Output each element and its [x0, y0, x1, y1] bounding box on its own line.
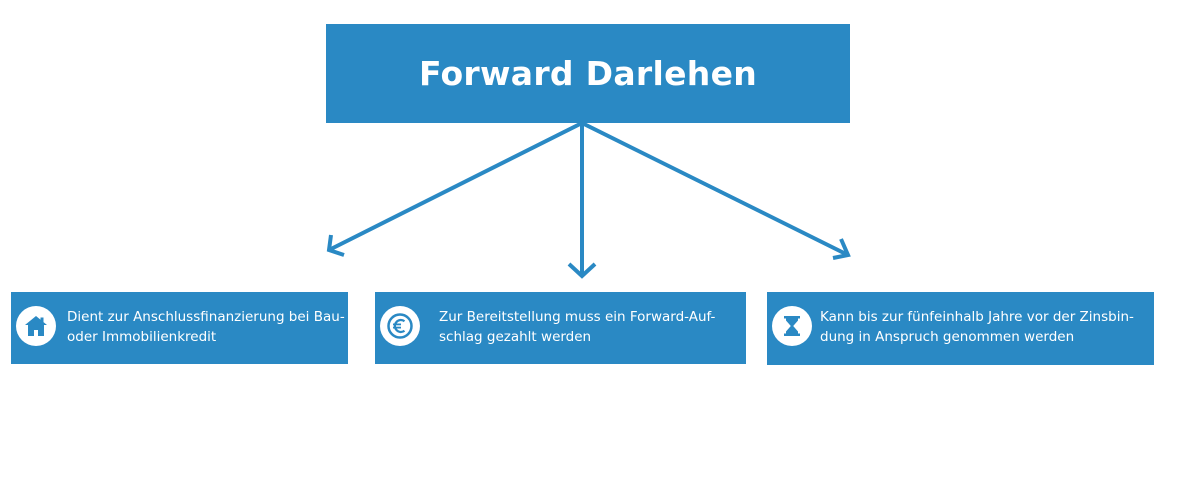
card-text: Zur Bereitstellung muss ein Forward-Auf-…	[439, 307, 715, 347]
card-text-line: Dient zur Anschlussfinanzierung bei Bau-	[67, 309, 345, 325]
diagram-title: Forward Darlehen	[418, 54, 758, 93]
arrow-right	[581, 121, 851, 260]
card-text-line: oder Immobilienkredit	[67, 329, 217, 345]
card-text: Dient zur Anschlussfinanzierung bei Bau-…	[67, 307, 345, 347]
info-card-lead-time: Kann bis zur fünfeinhalb Jahre vor der Z…	[767, 292, 1154, 365]
card-text-line: Zur Bereitstellung muss ein Forward-Auf-	[439, 309, 716, 325]
card-text-line: dung in Anspruch genommen werden	[820, 329, 1075, 345]
arrow-left	[326, 121, 583, 257]
house-icon	[25, 316, 47, 336]
title-box: Forward Darlehen	[326, 24, 850, 123]
card-text-line: Kann bis zur fünfeinhalb Jahre vor der Z…	[820, 309, 1134, 325]
euro-icon	[387, 313, 413, 339]
icon-badge	[380, 306, 420, 346]
card-text: Kann bis zur fünfeinhalb Jahre vor der Z…	[820, 307, 1134, 347]
arrow-center	[567, 123, 597, 279]
info-card-fee: Zur Bereitstellung muss ein Forward-Auf-…	[375, 292, 746, 364]
icon-badge	[16, 306, 56, 346]
icon-badge	[772, 306, 812, 346]
info-card-refinancing: Dient zur Anschlussfinanzierung bei Bau-…	[11, 292, 348, 364]
hourglass-icon	[784, 316, 800, 336]
card-text-line: schlag gezahlt werden	[439, 329, 592, 345]
